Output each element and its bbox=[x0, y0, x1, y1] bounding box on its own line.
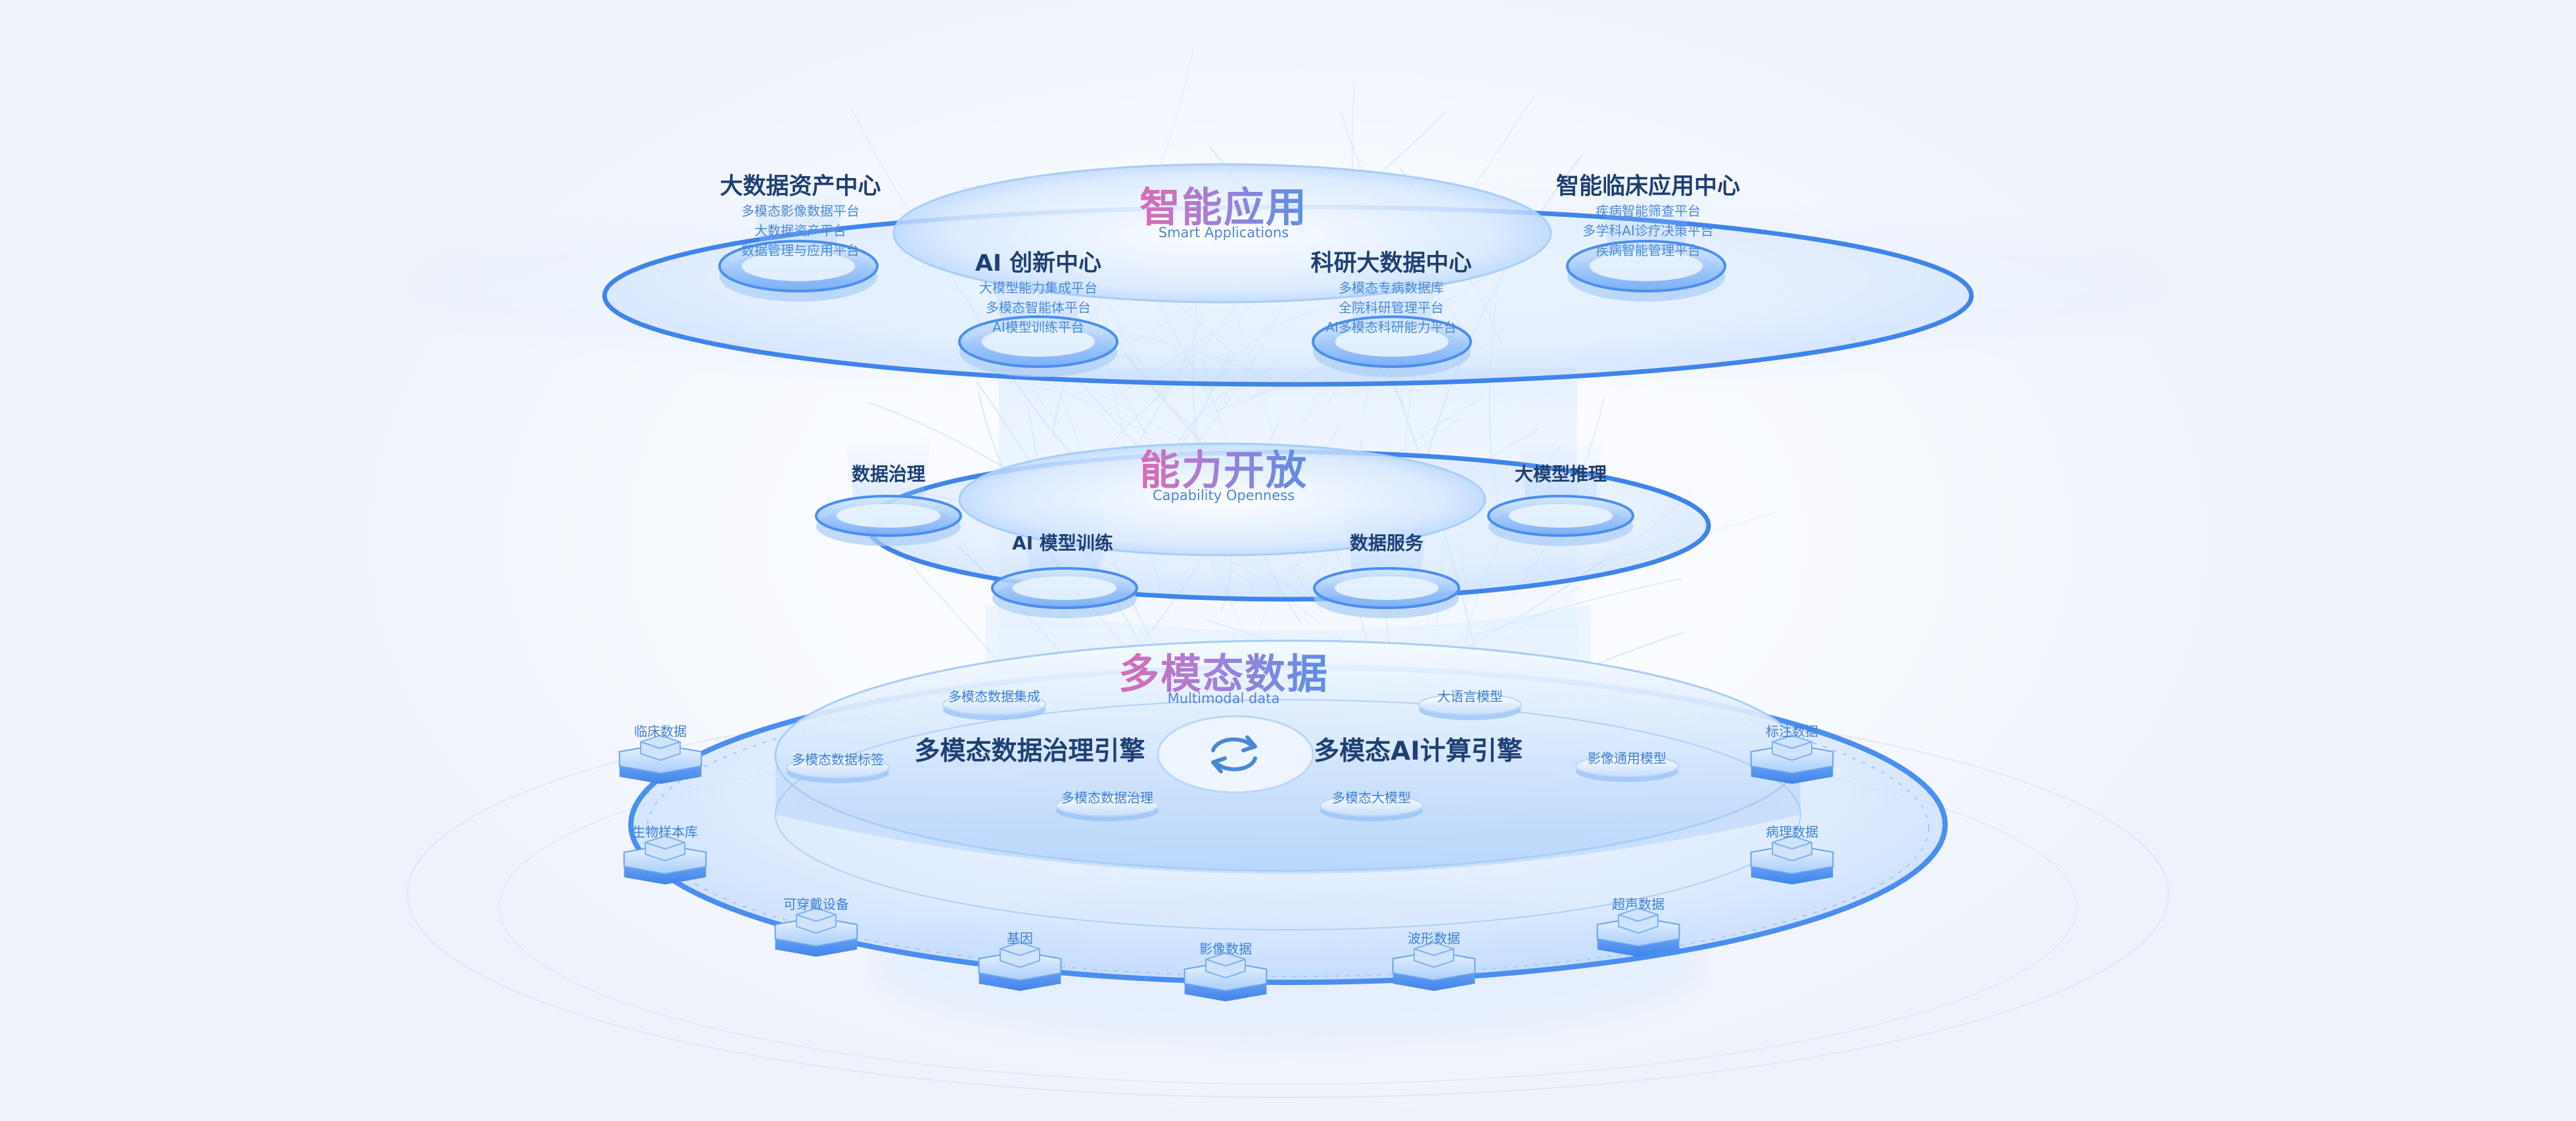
data-source-imaging: 影像数据 bbox=[1199, 941, 1252, 957]
platform-smart-clinical bbox=[1566, 174, 1726, 302]
app-center-item: 多模态影像数据平台 bbox=[741, 203, 860, 219]
data-source-node bbox=[978, 941, 1062, 991]
app-center-item: 大数据资产平台 bbox=[754, 223, 846, 239]
platform-llm-inference bbox=[1487, 437, 1634, 546]
capability-ai-model-training: AI 模型训练 bbox=[1012, 532, 1113, 554]
data-source-wearables: 可穿戴设备 bbox=[783, 896, 849, 912]
data-source-ultrasound: 超声数据 bbox=[1612, 896, 1665, 912]
capability-llm-inference: 大模型推理 bbox=[1514, 463, 1607, 485]
layer-title-smart-applications: 智能应用 bbox=[1139, 174, 1308, 233]
data-source-clinical: 临床数据 bbox=[634, 723, 687, 739]
app-center-title: 智能临床应用中心 bbox=[1555, 173, 1741, 200]
app-center-big-data-assets: 大数据资产中心 多模态影像数据平台 大数据资产平台 数据管理与应用平台 bbox=[720, 168, 881, 260]
engine-item-data-labeling: 多模态数据标签 bbox=[792, 752, 884, 767]
data-source-node bbox=[1750, 734, 1834, 784]
app-center-item: 数据管理与应用平台 bbox=[741, 242, 860, 258]
data-source-waveform: 波形数据 bbox=[1408, 930, 1460, 946]
app-center-item: 多学科AI诊疗决策平台 bbox=[1582, 223, 1714, 239]
engine-data-governance: 多模态数据治理引擎 bbox=[914, 737, 1145, 766]
app-center-item: AI模型训练平台 bbox=[992, 319, 1084, 335]
engine-item-multimodal-model: 多模态大模型 bbox=[1332, 790, 1411, 806]
platform-big-data-assets bbox=[718, 174, 879, 302]
capability-data-service: 数据服务 bbox=[1349, 532, 1424, 554]
app-center-item: AI多模态科研能力平台 bbox=[1325, 319, 1457, 335]
engine-item-imaging-model: 影像通用模型 bbox=[1588, 750, 1667, 766]
engine-ai-compute: 多模态AI计算引擎 bbox=[1314, 737, 1523, 766]
app-center-smart-clinical: 智能临床应用中心 疾病智能筛查平台 多学科AI诊疗决策平台 疾病智能管理平台 bbox=[1556, 168, 1740, 260]
data-source-genomics: 基因 bbox=[1007, 930, 1033, 946]
app-center-item: 多模态专病数据库 bbox=[1338, 280, 1444, 296]
layer-title-capability-openness: 能力开放 bbox=[1139, 437, 1308, 496]
data-source-node bbox=[774, 907, 858, 957]
data-source-node bbox=[623, 835, 707, 884]
app-center-item: 多模态智能体平台 bbox=[985, 300, 1091, 315]
engine-item-data-integration: 多模态数据集成 bbox=[948, 689, 1040, 704]
platform-data-governance bbox=[815, 437, 962, 546]
data-source-node bbox=[618, 734, 702, 784]
layer-subtitle-smart-applications: Smart Applications bbox=[1158, 225, 1289, 240]
data-source-pathology: 病理数据 bbox=[1766, 824, 1818, 840]
app-center-item: 全院科研管理平台 bbox=[1338, 300, 1444, 315]
app-center-title: 大数据资产中心 bbox=[720, 173, 881, 200]
app-center-title: 科研大数据中心 bbox=[1310, 250, 1472, 277]
app-center-title: AI 创新中心 bbox=[975, 250, 1102, 277]
platform-data-service bbox=[1313, 503, 1460, 618]
app-center-item: 疾病智能筛查平台 bbox=[1595, 203, 1701, 219]
app-center-ai-innovation: AI 创新中心 大模型能力集成平台 多模态智能体平台 AI模型训练平台 bbox=[975, 244, 1101, 337]
layer-subtitle-multimodal-data: Multimodal data bbox=[1167, 691, 1280, 706]
platform-ai-model-training bbox=[991, 503, 1138, 618]
app-center-item: 大模型能力集成平台 bbox=[978, 280, 1097, 296]
data-source-node bbox=[1596, 907, 1680, 957]
app-center-item: 疾病智能管理平台 bbox=[1595, 242, 1701, 258]
layer-subtitle-capability-openness: Capability Openness bbox=[1152, 488, 1295, 503]
capability-data-governance: 数据治理 bbox=[851, 463, 926, 485]
layer-title-multimodal-data: 多模态数据 bbox=[1118, 641, 1329, 700]
data-source-node bbox=[1750, 835, 1834, 884]
exchange-arrows-icon bbox=[1211, 735, 1257, 773]
platform-research-big-data bbox=[1312, 256, 1472, 377]
app-center-research-big-data: 科研大数据中心 多模态专病数据库 全院科研管理平台 AI多模态科研能力平台 bbox=[1310, 244, 1471, 337]
data-source-biobank: 生物样本库 bbox=[632, 824, 698, 840]
data-source-node bbox=[1184, 951, 1268, 1001]
engine-item-data-governance: 多模态数据治理 bbox=[1061, 790, 1153, 806]
data-source-annotation: 标注数据 bbox=[1766, 723, 1818, 739]
platform-ai-innovation bbox=[958, 256, 1118, 377]
engine-item-llm: 大语言模型 bbox=[1437, 689, 1503, 704]
data-source-node bbox=[1392, 941, 1476, 991]
